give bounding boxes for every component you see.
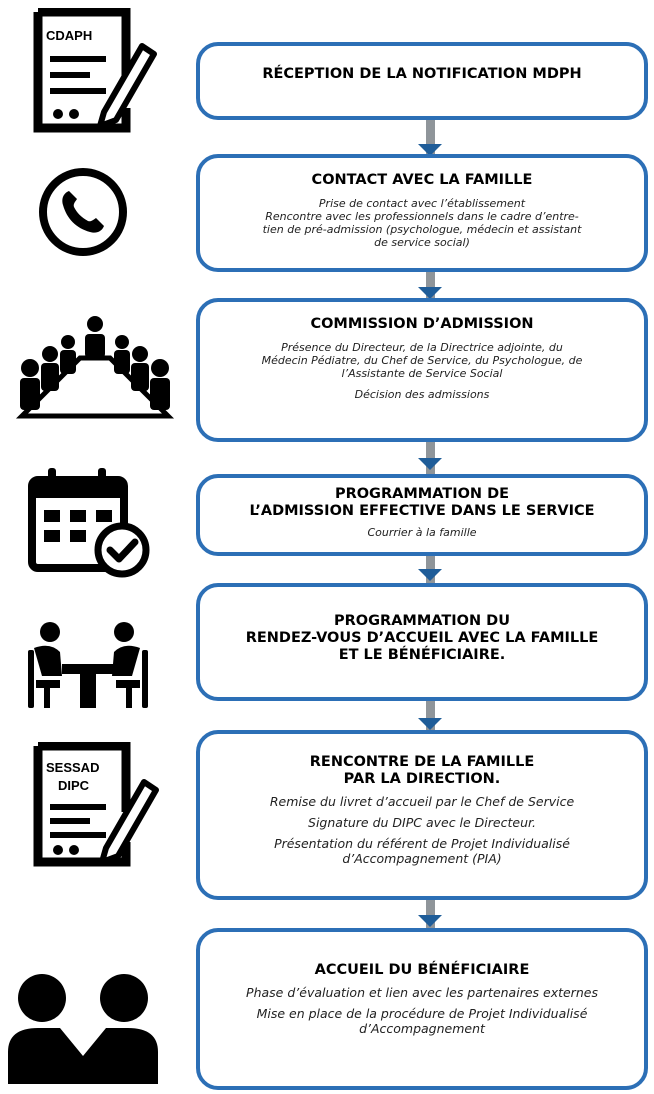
step-programmation-rendez-vous: PROGRAMMATION DU RENDEZ-VOUS D’ACCUEIL A… [196,583,648,701]
step-line: Remise du livret d’accueil par le Chef d… [269,794,575,809]
calendar-check-icon [28,468,150,578]
meeting-table-icon [15,316,175,419]
document-label-line2: DIPC [58,778,90,793]
document-pen-icon: CDAPH [33,8,157,133]
connector-5 [426,700,435,730]
two-people-icon [8,974,158,1084]
step-title: RÉCEPTION DE LA NOTIFICATION MDPH [262,66,582,82]
step-line: Décision des admissions [354,388,490,401]
phone-icon [39,168,127,256]
step-line: Phase d’évaluation et lien avec les part… [246,985,598,1000]
step-line: Présentation du référent de Projet Indiv… [274,836,570,851]
step-line: Mise en place de la procédure de Projet … [256,1006,588,1021]
document-label-line1: SESSAD [46,760,99,775]
document-label: CDAPH [46,28,92,43]
step-title-line1: RENCONTRE DE LA FAMILLE [309,754,535,770]
arrow-5 [418,718,442,730]
step-line: tien de pré-admission (psychologue, méde… [262,223,582,236]
step-line: Courrier à la famille [367,526,477,539]
document-signature-icon: SESSAD DIPC [33,742,159,867]
arrow-2 [418,287,442,299]
step-line: Présence du Directeur, de la Directrice … [281,341,563,354]
step-title: COMMISSION D’ADMISSION [310,316,534,332]
arrow-4 [418,569,442,581]
step-rencontre-direction: RENCONTRE DE LA FAMILLE PAR LA DIRECTION… [196,730,648,900]
step-programmation-admission: PROGRAMMATION DE L’ADMISSION EFFECTIVE D… [196,474,648,556]
step-line: de service social) [374,236,470,249]
step-title-line2: RENDEZ-VOUS D’ACCUEIL AVEC LA FAMILLE [245,630,599,646]
step-line: d’Accompagnement [359,1021,485,1036]
step-reception-notification: RÉCEPTION DE LA NOTIFICATION MDPH [196,42,648,120]
step-title-line3: ET LE BÉNÉFICIAIRE. [338,647,506,663]
step-line: Médecin Pédiatre, du Chef de Service, du… [261,354,583,367]
connector-6 [426,898,435,928]
step-commission-admission: COMMISSION D’ADMISSION Présence du Direc… [196,298,648,442]
arrow-1 [418,144,442,156]
step-line: Signature du DIPC avec le Directeur. [308,815,536,830]
step-title: ACCUEIL DU BÉNÉFICIAIRE [314,962,530,978]
connector-1 [426,118,435,154]
step-accueil-beneficiaire: ACCUEIL DU BÉNÉFICIAIRE Phase d’évaluati… [196,928,648,1090]
step-title-line2: L’ADMISSION EFFECTIVE DANS LE SERVICE [249,503,595,519]
step-title: CONTACT AVEC LA FAMILLE [311,172,533,188]
step-line: l’Assistante de Service Social [341,367,503,380]
step-title-line1: PROGRAMMATION DE [334,486,510,502]
connector-4 [426,553,435,583]
arrow-6 [418,915,442,927]
step-line: d’Accompagnement (PIA) [342,851,502,866]
connector-2 [426,270,435,298]
step-line: Rencontre avec les professionnels dans l… [265,210,579,223]
interview-desk-icon [28,622,148,708]
step-line: Prise de contact avec l’établissement [318,197,526,210]
connector-3 [426,440,435,474]
step-title-line2: PAR LA DIRECTION. [343,771,501,787]
arrow-3 [418,458,442,470]
step-title-line1: PROGRAMMATION DU [334,613,510,629]
step-contact-famille: CONTACT AVEC LA FAMILLE Prise de contact… [196,154,648,272]
